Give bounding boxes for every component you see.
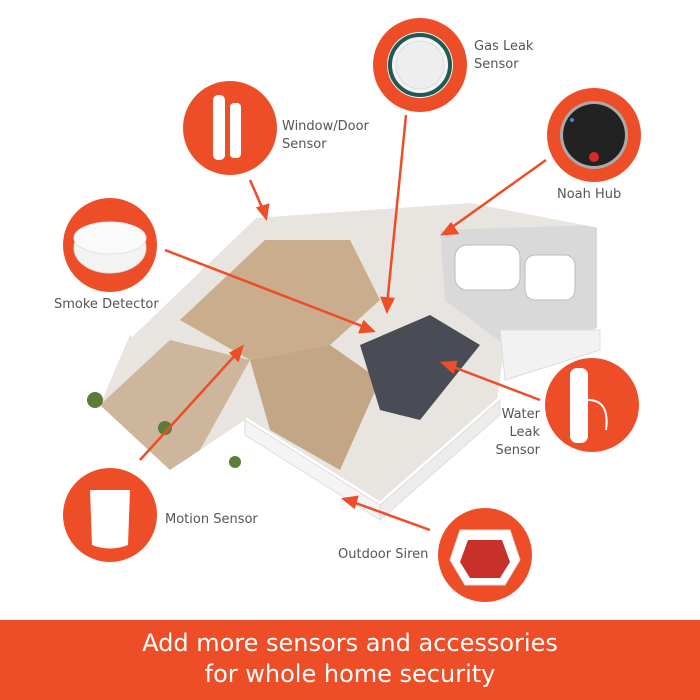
hub-icon	[547, 88, 641, 182]
label-line: Water Leak	[501, 407, 540, 440]
siren-icon	[438, 508, 532, 602]
label-noah-hub: Noah Hub	[557, 187, 622, 202]
pointer-lines	[139, 114, 547, 532]
gas-leak-sensor-icon	[373, 18, 467, 112]
label-line: Sensor	[282, 137, 327, 152]
label-outdoor-siren: Outdoor Siren	[338, 547, 429, 562]
banner-line-2: for whole home security	[204, 660, 496, 688]
window-door-sensor-icon	[183, 81, 277, 175]
water-leak-sensor-icon	[545, 358, 639, 452]
label-smoke-detector: Smoke Detector	[54, 297, 159, 312]
home-floorplan-diagram	[63, 18, 641, 602]
promo-banner: Add more sensors and accessories for who…	[0, 620, 700, 700]
label-line: Window/Door	[282, 119, 369, 134]
smoke-detector-icon	[63, 198, 157, 292]
label-motion-sensor: Motion Sensor	[165, 512, 258, 527]
label-line: Sensor	[495, 443, 540, 458]
motion-sensor-icon	[63, 468, 157, 562]
label-line: Gas Leak	[474, 39, 534, 54]
banner-line-1: Add more sensors and accessories	[142, 629, 558, 657]
house-floorplan	[87, 196, 603, 522]
label-line: Sensor	[474, 57, 519, 72]
